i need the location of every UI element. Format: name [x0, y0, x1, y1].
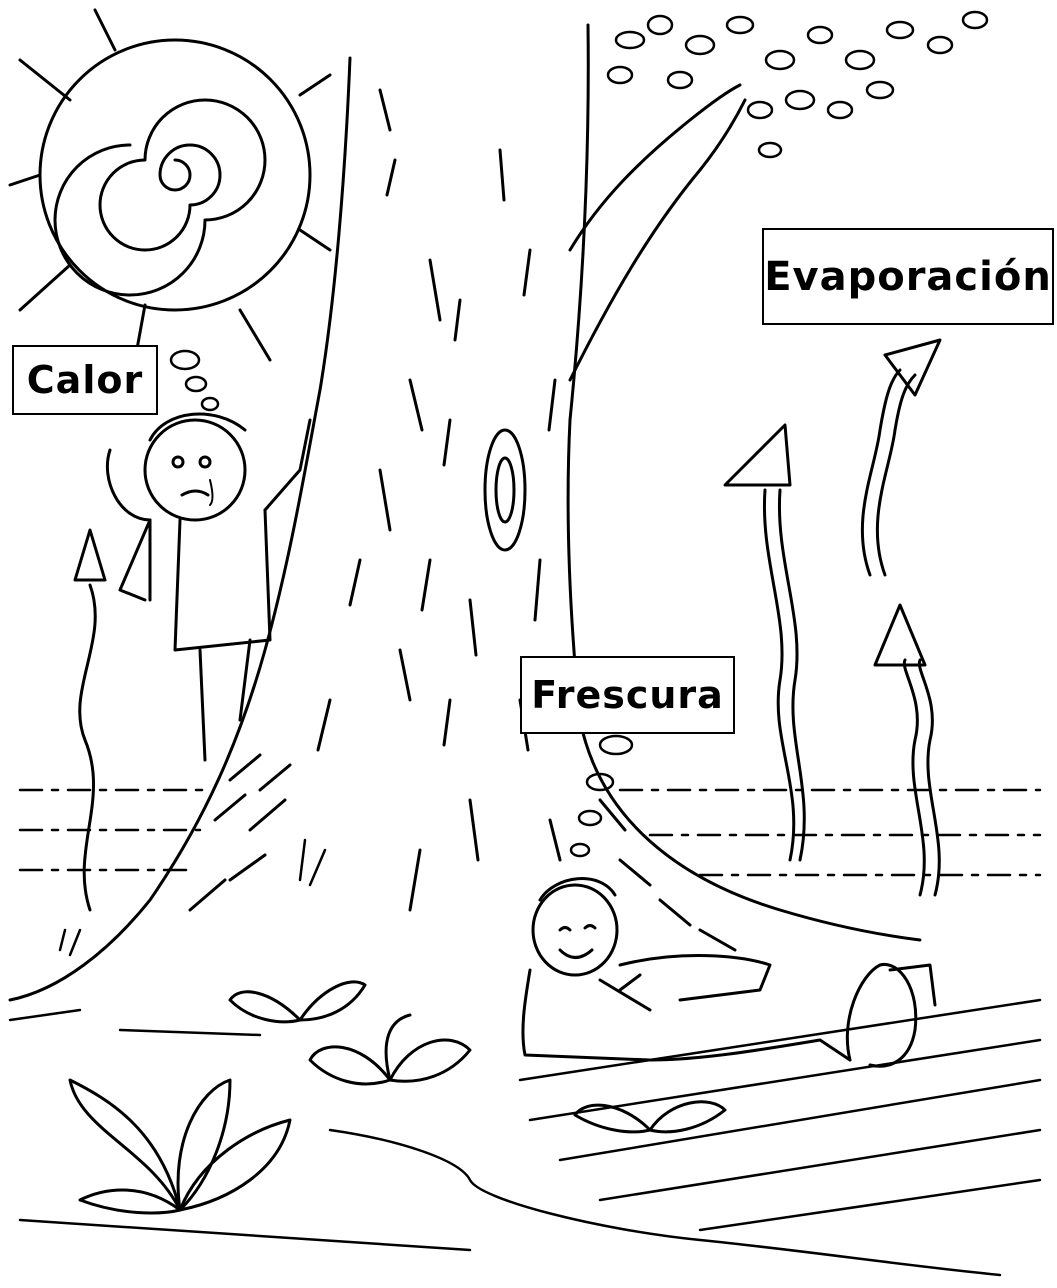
evaporation-arrow-icon	[725, 340, 940, 895]
ground-lines	[10, 840, 1040, 1275]
thought-bubble-icon	[571, 736, 632, 856]
tree-icon	[10, 12, 987, 1000]
sun-icon	[10, 10, 330, 360]
plant-icon	[70, 982, 725, 1213]
heat-arrow-icon	[75, 530, 105, 910]
label-calor: Calor	[12, 345, 158, 415]
resting-person-icon	[523, 879, 935, 1067]
label-evaporacion: Evaporación	[762, 228, 1054, 325]
label-frescura: Frescura	[520, 656, 735, 734]
thought-bubble-icon	[171, 351, 218, 410]
